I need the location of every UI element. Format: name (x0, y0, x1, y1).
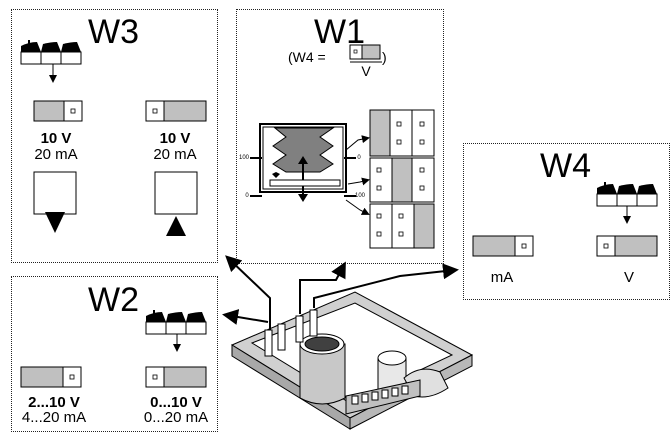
w2-left-range1: 2...10 V (28, 394, 80, 411)
w3-left-sink-box (33, 171, 77, 233)
w3-right-source-box (154, 171, 198, 236)
w1-tick-left-top: 100 (238, 155, 249, 161)
w1-switch-blocks (369, 109, 435, 249)
w1-tick-right-bot: 100 (354, 193, 365, 199)
w2-right-range2: 0...20 mA (143, 409, 209, 426)
w4-left-label: mA (490, 269, 514, 286)
w4-panel (463, 143, 670, 300)
device-board (230, 291, 474, 430)
w3-right-jumper (145, 100, 207, 122)
w2-dip-switch (145, 309, 207, 352)
w1-note-suffix: ) (382, 49, 387, 65)
w4-right-label: V (623, 269, 634, 286)
w2-panel (11, 276, 218, 432)
w2-left-range2: 4...20 mA (21, 409, 87, 426)
w2-right-jumper (145, 366, 207, 388)
w3-left-volt: 10 V (40, 130, 72, 147)
w1-relay-drawing (250, 123, 370, 215)
w4-title: W4 (540, 147, 591, 185)
w3-right-ma: 20 mA (153, 146, 197, 163)
w1-title: W1 (314, 13, 365, 51)
w2-right-range1: 0...10 V (150, 394, 202, 411)
connector-arrows (222, 255, 459, 330)
w3-title: W3 (88, 13, 139, 51)
w3-right-volt: 10 V (159, 130, 191, 147)
w4-right-jumper (596, 235, 658, 257)
w2-left-jumper (20, 366, 82, 388)
w2-title: W2 (88, 281, 139, 319)
w1-note-switch (349, 44, 382, 63)
w1-tick-left-bot: 0 (245, 193, 249, 199)
w3-dip-switch (20, 39, 82, 83)
w4-left-jumper (472, 235, 534, 257)
w4-dip-switch (596, 181, 658, 224)
w1-tick-right-top: 0 (357, 155, 361, 161)
w3-left-jumper (33, 100, 83, 122)
w1-note-prefix: (W4 = (288, 49, 326, 65)
w1-note-label: V (361, 63, 371, 79)
w3-left-ma: 20 mA (34, 146, 78, 163)
